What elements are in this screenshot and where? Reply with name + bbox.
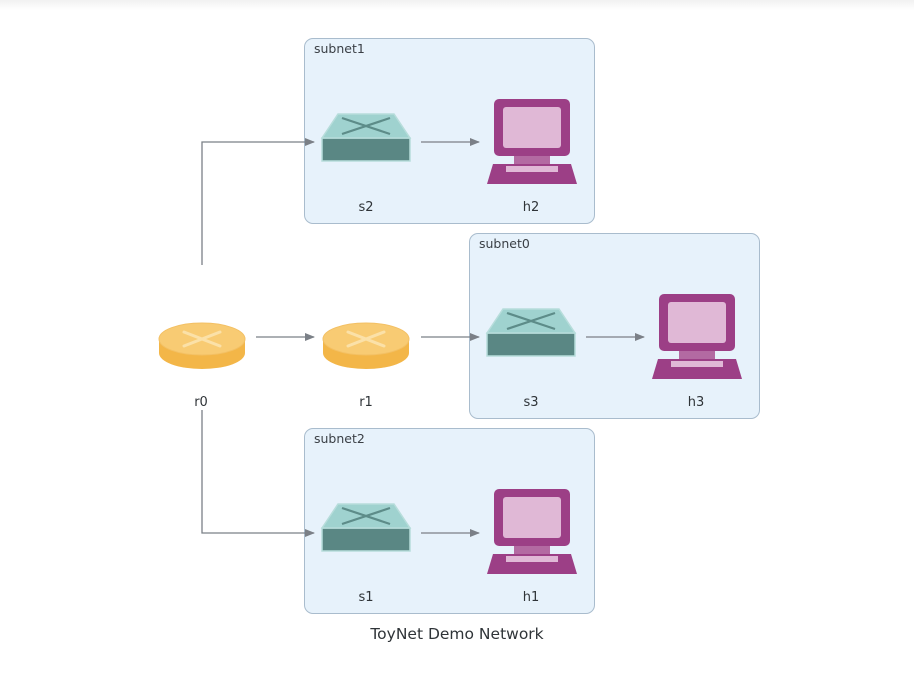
node-label-h2: h2 bbox=[522, 200, 540, 215]
switch-icon bbox=[485, 308, 577, 357]
computer-host-icon bbox=[652, 294, 742, 379]
switch-icon bbox=[320, 113, 412, 162]
computer-host-icon bbox=[487, 99, 577, 184]
computer-host-icon bbox=[487, 489, 577, 574]
node-label-h1: h1 bbox=[522, 590, 540, 605]
node-label-h3: h3 bbox=[687, 395, 705, 410]
switch-icon bbox=[320, 503, 412, 552]
edge-r0-s2 bbox=[201, 138, 315, 265]
subnet-label: subnet1 bbox=[314, 41, 365, 56]
node-label-r0: r0 bbox=[194, 395, 208, 410]
edge-r0-s1 bbox=[201, 410, 315, 537]
node-label-s3: s3 bbox=[523, 395, 539, 410]
subnet-label: subnet0 bbox=[479, 236, 530, 251]
node-label-s2: s2 bbox=[358, 200, 374, 215]
diagram-caption: ToyNet Demo Network bbox=[370, 625, 544, 643]
top-shadow bbox=[0, 0, 914, 10]
router-icon bbox=[158, 322, 246, 369]
node-label-r1: r1 bbox=[359, 395, 373, 410]
subnet-label: subnet2 bbox=[314, 431, 365, 446]
router-icon bbox=[322, 322, 410, 369]
node-label-s1: s1 bbox=[358, 590, 374, 605]
